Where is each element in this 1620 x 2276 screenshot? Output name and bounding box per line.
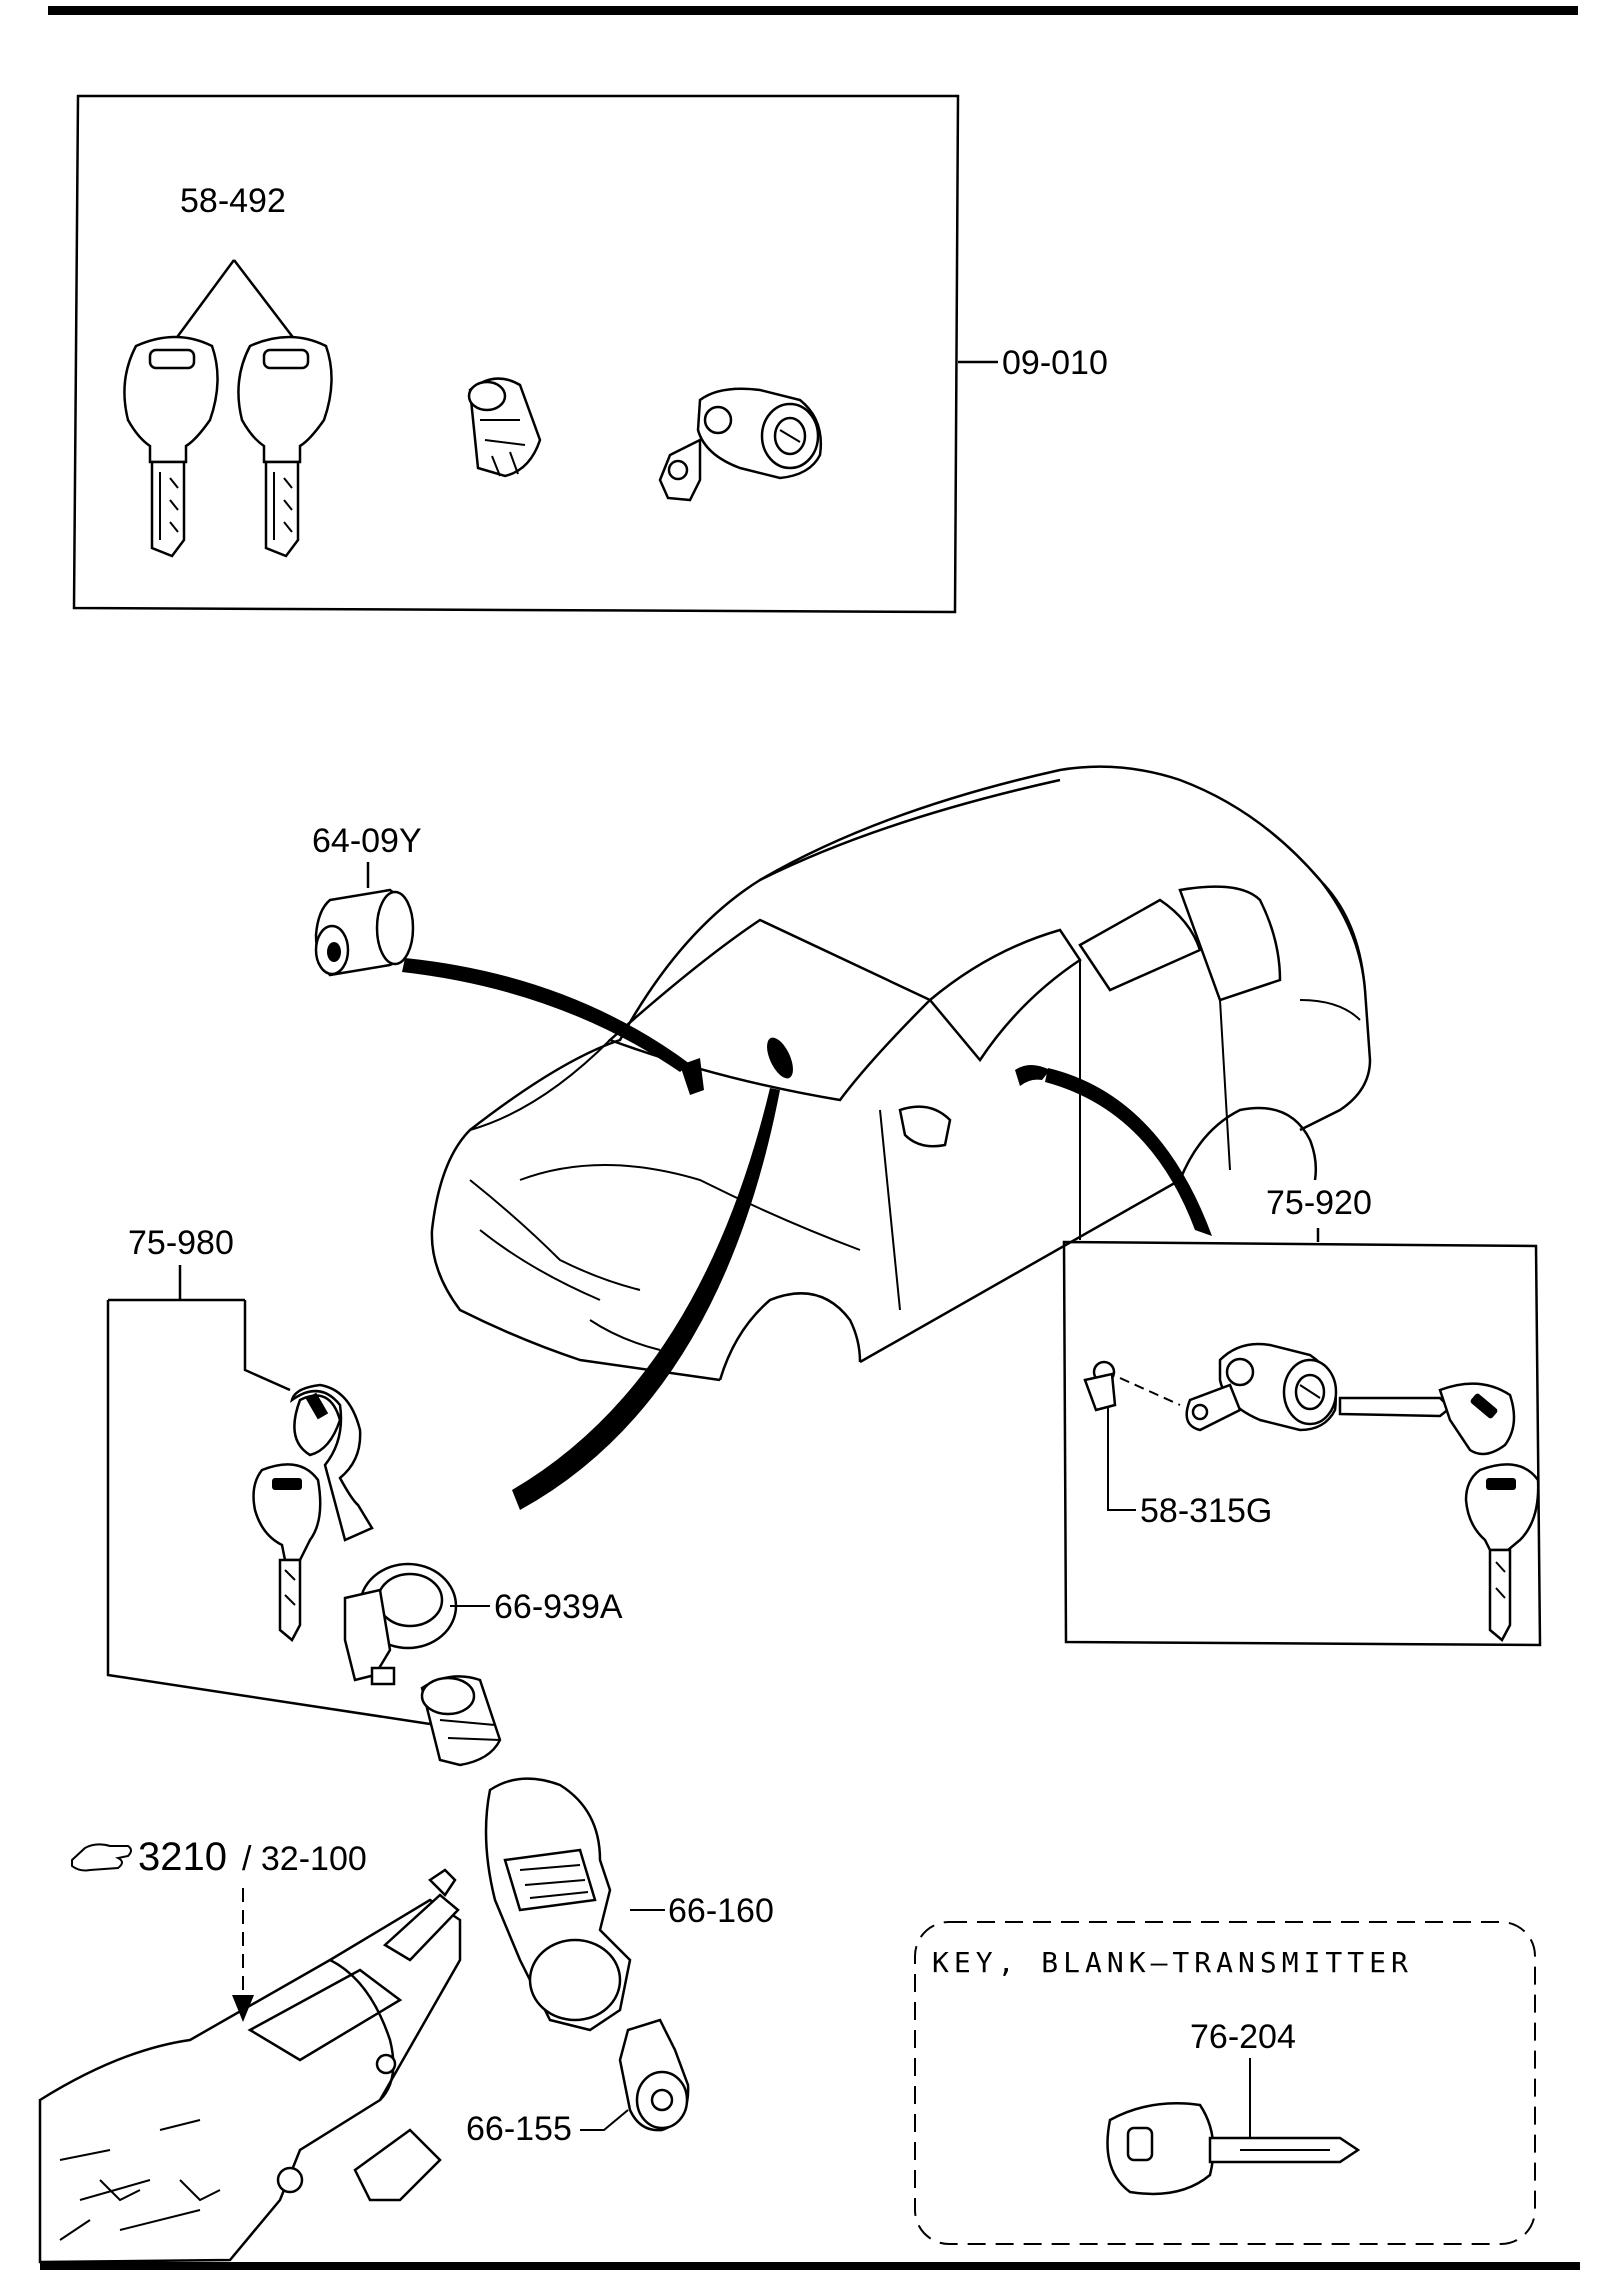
switch-body-part: 66-155 [466, 2018, 690, 2148]
label-09-010: 09-010 [1002, 344, 1108, 382]
door-lock-cylinder-icon [658, 387, 822, 502]
ref-32-100: / 32-100 [242, 1840, 367, 1878]
label-66-160: 66-160 [668, 1892, 774, 1930]
pointing-hand-icon [71, 1843, 132, 1872]
label-76-204: 76-204 [1190, 2018, 1296, 2056]
ignition-key-set: 75-980 [106, 1224, 431, 1726]
key-icon [123, 335, 219, 558]
label-58-492: 58-492 [180, 182, 286, 220]
pointer-trunk [402, 958, 690, 1072]
pointer-door [1045, 1068, 1212, 1236]
label-66-939A: 66-939A [494, 1588, 623, 1626]
bottom-rule [40, 2262, 1580, 2270]
key-icon [252, 1463, 322, 1642]
lock-cylinder-icon [467, 377, 542, 478]
blank-key-icon [1106, 2102, 1361, 2196]
ref-3210: 3210 [138, 1835, 227, 1879]
label-75-920: 75-920 [1266, 1184, 1372, 1222]
label-58-315G: 58-315G [1140, 1492, 1272, 1530]
car-illustration [430, 765, 1372, 1382]
label-66-155: 66-155 [466, 2110, 572, 2148]
top-rule [48, 6, 1578, 15]
door-lock-cylinder-icon [1185, 1342, 1338, 1432]
blank-transmitter-box: KEY, BLANK–TRANSMITTER 76-204 [914, 1921, 1536, 2245]
label-75-980: 75-980 [128, 1224, 234, 1262]
trunk-cylinder-part: 64-09Y [312, 822, 422, 977]
ignition-switch-part: 66-160 [484, 1777, 774, 2032]
top-kit-box: 58-492 [72, 94, 1108, 614]
key-icon [289, 1383, 374, 1542]
key-icon [237, 335, 333, 558]
retainer-clip-icon [1083, 1360, 1181, 1412]
reference-note: 3210 / 32-100 [71, 1835, 367, 2022]
door-lock-set-box: 75-920 58-315G [1062, 1184, 1542, 1647]
ignition-cylinder-part [420, 1675, 502, 1767]
ignition-ring-part: 66-939A [343, 1562, 623, 1686]
key-icon [1338, 1382, 1516, 1456]
key-icon [1464, 1463, 1540, 1642]
caption-key-blank-transmitter: KEY, BLANK–TRANSMITTER [932, 1946, 1413, 1979]
steering-column-illustration [38, 1868, 462, 2264]
label-64-09Y: 64-09Y [312, 822, 422, 860]
pointer-ignition [512, 1088, 780, 1510]
